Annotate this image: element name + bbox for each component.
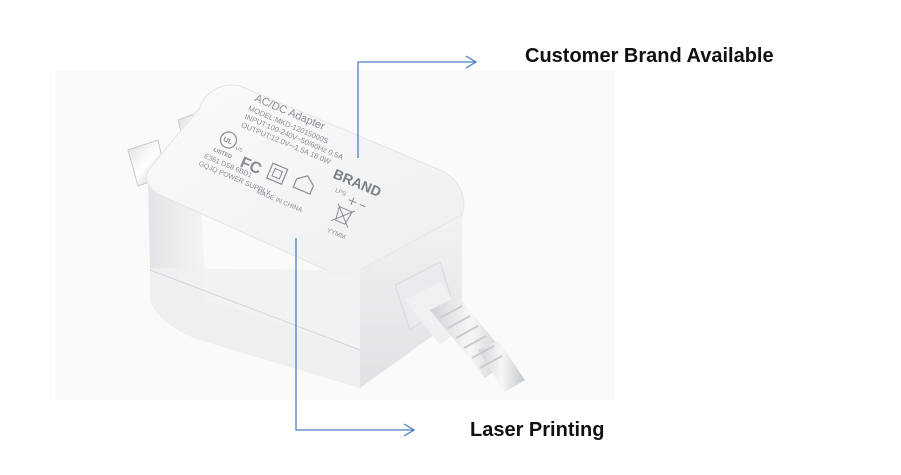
- us-mark: US: [235, 146, 244, 154]
- polarity-icon: [348, 197, 366, 208]
- cable-assembly: [394, 261, 525, 392]
- weee-bin-icon: [331, 203, 355, 228]
- ul-logo-icon: [219, 131, 238, 149]
- leader-line-brand: [357, 61, 476, 158]
- callout-brand-label: Customer Brand Available: [525, 45, 774, 67]
- leader-line-laser: [295, 238, 414, 431]
- arrow-right-icon: [465, 55, 478, 69]
- leader-lines: [295, 55, 478, 437]
- double-insulation-icon: [265, 162, 289, 185]
- lps-mark: LPS: [334, 188, 347, 198]
- indoor-use-icon: [292, 175, 315, 195]
- arrow-right-icon: [403, 423, 416, 437]
- ul-mark: UL: [222, 136, 234, 146]
- callout-laser-label: Laser Printing: [470, 419, 605, 441]
